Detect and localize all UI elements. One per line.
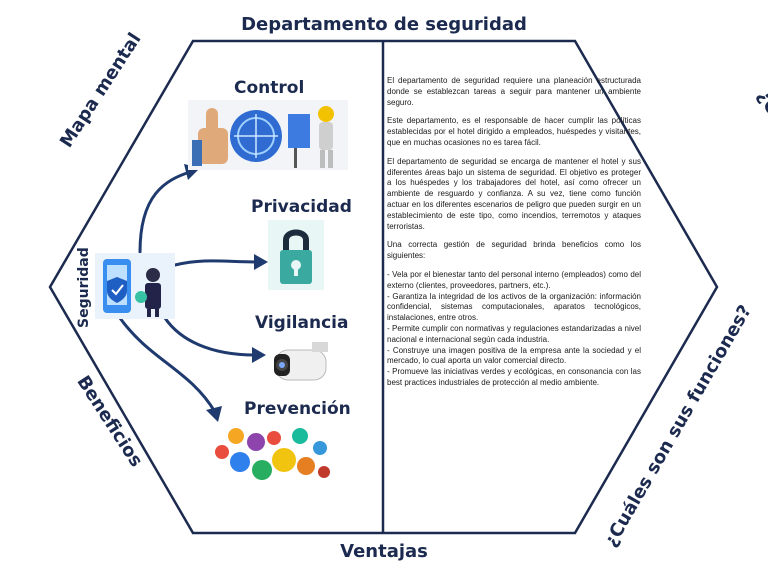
benefit-item: - Permite cumplir con normativas y regul…: [387, 323, 641, 344]
paragraph-2: Este departamento, es el responsable de …: [387, 116, 641, 147]
benefit-item: - Vela por el bienestar tanto del person…: [387, 269, 641, 290]
arrow-to-vigilancia: [163, 316, 257, 357]
bottom-title: Ventajas: [340, 541, 428, 562]
security-center-illustration: [95, 253, 175, 319]
benefit-item: - Garantiza la integridad de los activos…: [387, 291, 641, 323]
lock-icon: [280, 229, 312, 284]
description-text: El departamento de seguridad requiere un…: [387, 76, 641, 389]
benefit-item: - Promueve las iniciativas verdes y ecol…: [387, 367, 641, 387]
branch-label-privacidad: Privacidad: [251, 197, 352, 217]
prevention-illustration: [212, 420, 332, 484]
paragraph-3: El departamento de seguridad se encarga …: [387, 156, 641, 231]
branch-arrows: [118, 170, 260, 414]
branch-label-vigilancia: Vigilancia: [255, 313, 349, 333]
arrow-to-control: [138, 170, 192, 254]
surveillance-camera-illustration: [272, 340, 332, 385]
paragraph-4: Una correcta gestión de seguridad brinda…: [387, 240, 641, 261]
privacy-illustration: [268, 220, 324, 290]
paragraph-1: El departamento de seguridad requiere un…: [387, 76, 641, 107]
safety-signs-icon: [215, 428, 330, 480]
thumbs-up-icon: [192, 108, 228, 166]
camera-icon: [274, 342, 328, 381]
shield-icon: [107, 277, 127, 303]
center-node-label: Seguridad: [76, 247, 92, 328]
worker-icon: [288, 106, 334, 168]
branch-label-control: Control: [234, 78, 305, 98]
arrow-to-prevencion: [118, 316, 217, 414]
control-illustration: [188, 100, 348, 170]
page-title: Departamento de seguridad: [241, 14, 527, 35]
arrow-to-privacidad: [173, 259, 260, 267]
benefit-item: - Construye una imagen positiva de la em…: [387, 345, 641, 366]
branch-label-prevencion: Prevención: [244, 399, 351, 419]
